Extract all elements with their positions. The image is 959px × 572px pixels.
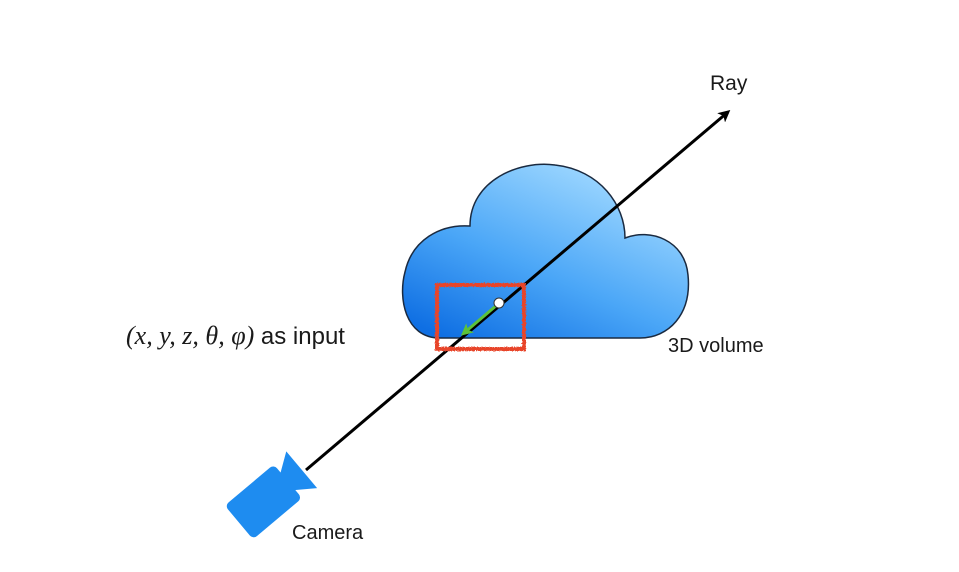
input-suffix-text: as input (254, 323, 345, 350)
view-direction-arrow (460, 303, 498, 336)
input-parameters-label: (x, y, z, θ, φ) as input (126, 320, 345, 351)
camera-label: Camera (292, 522, 364, 544)
cloud-icon (401, 163, 690, 339)
ray-line (305, 110, 731, 472)
sample-point (493, 297, 505, 309)
volume-label: 3D volume (668, 335, 764, 357)
input-math-text: (x, y, z, θ, φ) (126, 321, 255, 350)
video-camera-icon (226, 451, 318, 538)
ray-label: Ray (710, 72, 748, 95)
sample-highlight-box (435, 283, 526, 351)
